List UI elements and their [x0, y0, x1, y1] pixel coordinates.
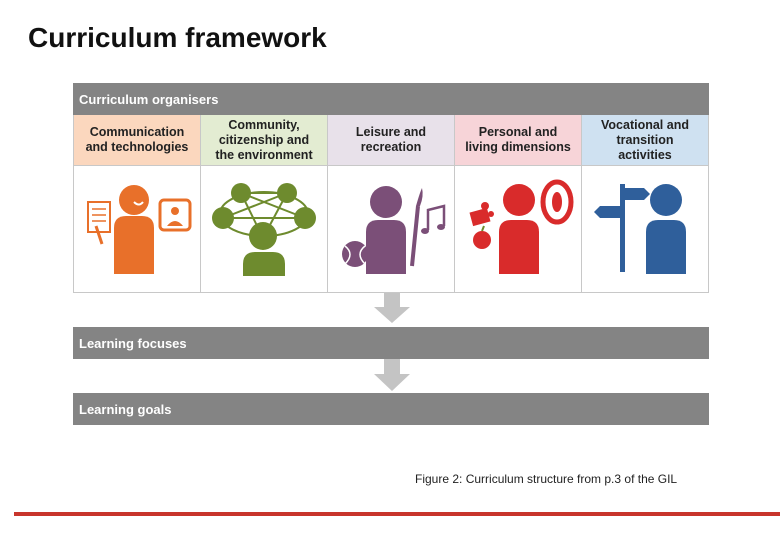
personal-living-icon [469, 179, 574, 274]
community-network-icon [212, 183, 316, 276]
communication-icon [87, 185, 192, 274]
page-title: Curriculum framework [28, 22, 327, 53]
learning-goals-bar: Learning goals [73, 393, 709, 425]
signpost-icon [594, 184, 686, 274]
down-arrow-icon [374, 293, 410, 323]
curriculum-organisers-bar: Curriculum organisers [73, 83, 709, 115]
divider-rule [14, 512, 780, 516]
leisure-icon [342, 186, 446, 274]
down-arrow-icon [374, 359, 410, 391]
learning-focuses-bar: Learning focuses [73, 327, 709, 359]
figure-caption: Figure 2: Curriculum structure from p.3 … [415, 472, 678, 486]
